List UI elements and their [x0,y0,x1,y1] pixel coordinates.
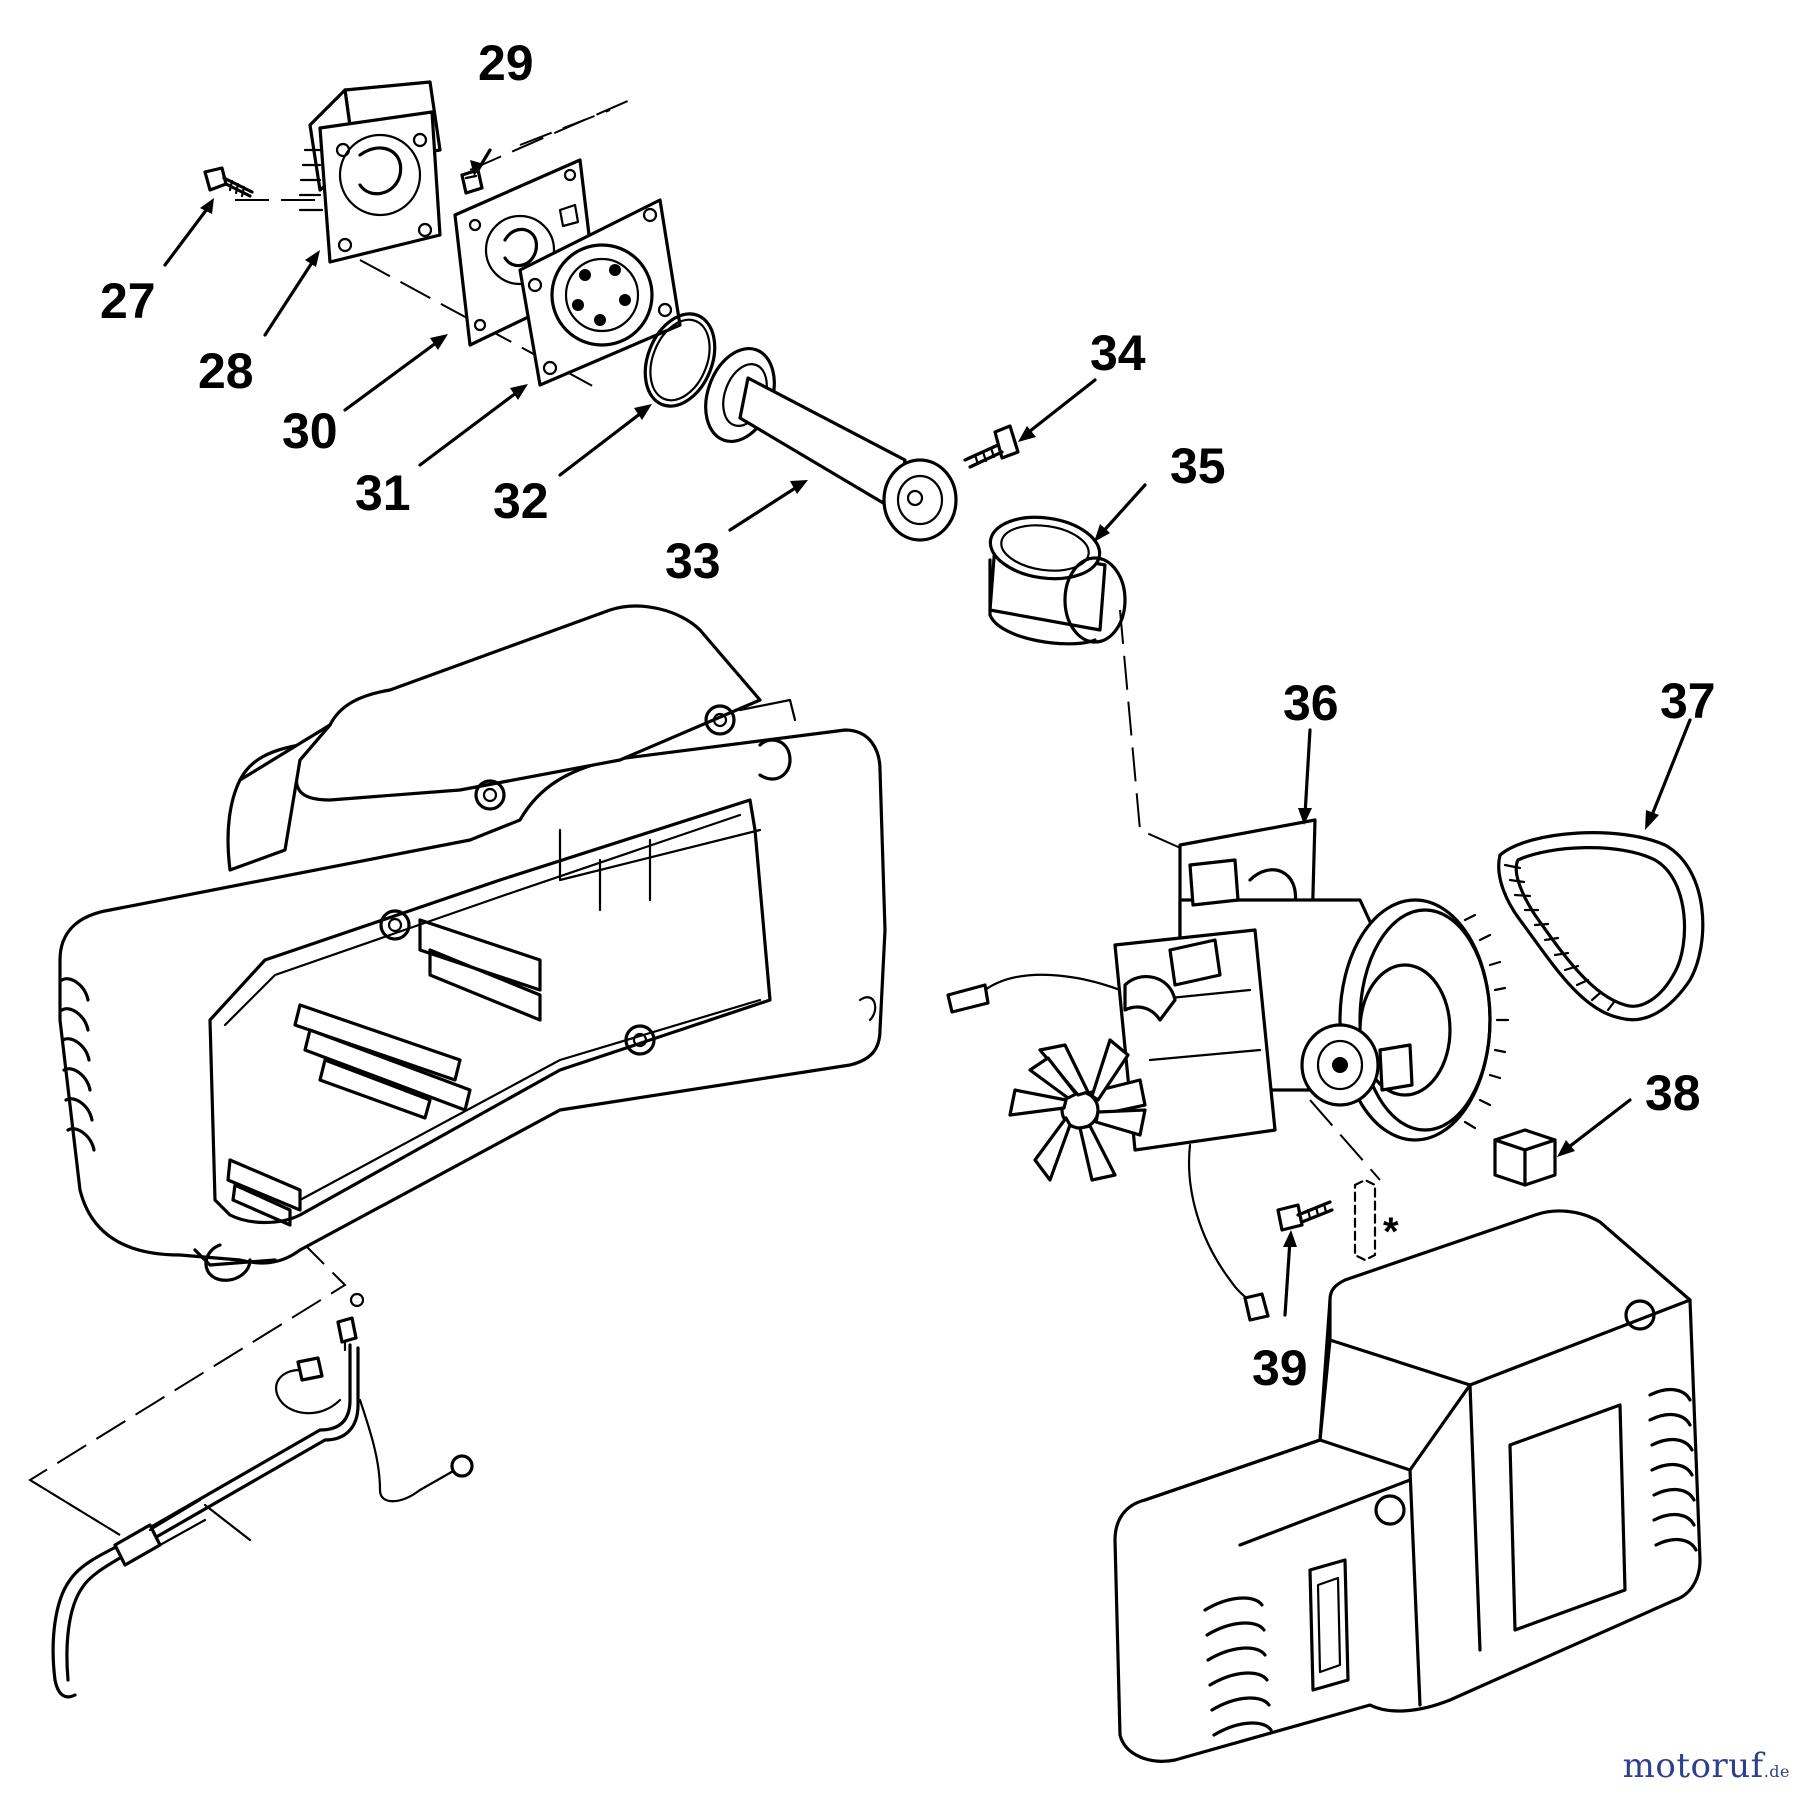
callout-36: 36 [1283,675,1339,731]
watermark-suffix: .de [1763,1762,1790,1781]
part-39-screw [1276,1200,1334,1232]
part-31-valve-plate [518,198,682,387]
callout-31: 31 [355,465,411,521]
part-32-o-ring [643,312,717,408]
callout-34: 34 [1090,325,1146,381]
callout-32: 32 [493,473,549,529]
part-28-cylinder-head [298,80,442,264]
callout-30: 30 [282,403,338,459]
part-27-bolt [203,166,254,198]
part-34-screw [963,424,1020,469]
callout-35: 35 [1170,438,1226,494]
watermark-name: motoruf [1622,1746,1764,1786]
callout-39: 39 [1252,1340,1308,1396]
callout-38: 38 [1645,1065,1701,1121]
power-cord [51,1292,474,1699]
watermark-logo: motoruf.de [1623,1746,1790,1786]
callout-29: 29 [478,35,534,91]
part-29-clip [460,168,484,195]
part-33-connecting-rod [704,346,958,542]
cooling-fan [1008,1038,1147,1182]
alignment-lines [28,99,1381,1536]
left-housing [58,604,887,1282]
callout-37: 37 [1660,673,1716,729]
part-37-belt [1497,831,1705,1022]
leader-arrows [163,148,1692,1317]
part-38-block [1493,1128,1557,1187]
asterisk-mark: * [1383,1210,1399,1254]
right-housing [1113,1209,1702,1763]
callout-labels: 27 28 29 30 31 32 33 34 35 36 37 38 39 * [100,35,1716,1396]
part-35-cylinder-sleeve [988,515,1127,646]
callout-33: 33 [665,533,721,589]
callout-27: 27 [100,273,156,329]
spring-pin [1353,1178,1377,1262]
part-36-motor-assembly [946,818,1510,1322]
callout-28: 28 [198,343,254,399]
